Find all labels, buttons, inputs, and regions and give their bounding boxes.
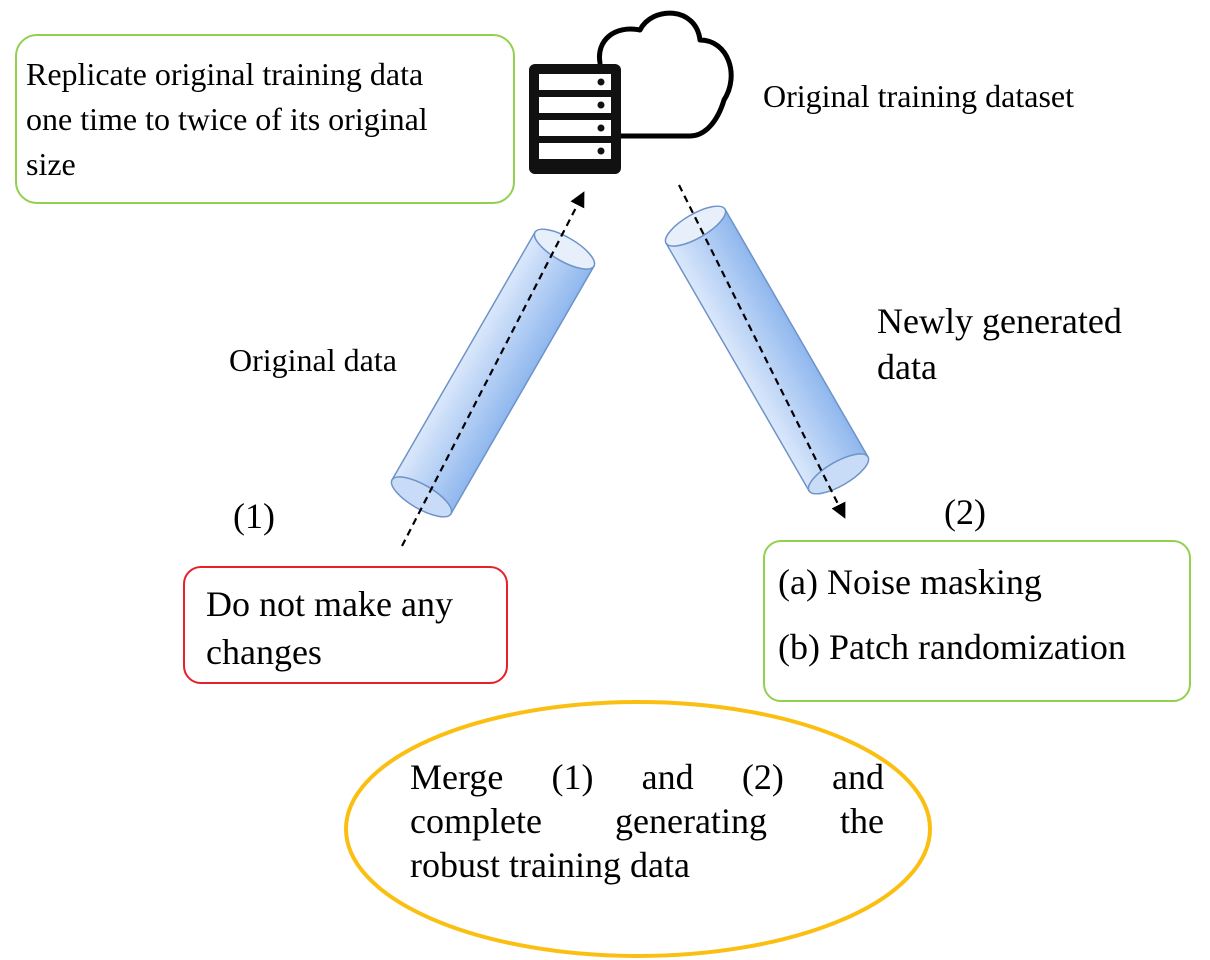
patch-randomization-item: (b) Patch randomization	[778, 627, 1126, 667]
merge-text: Merge (1) and (2) and complete generatin…	[410, 755, 884, 887]
downward-dashed-arrow	[678, 184, 846, 519]
replicate-note-box	[15, 34, 515, 204]
replicate-line-1: Replicate original training data	[26, 56, 424, 92]
merge-line-3: robust training data	[410, 845, 690, 885]
newly-generated-line-2: data	[877, 347, 937, 387]
original-data-label: Original data	[229, 342, 397, 378]
server-stack-icon	[529, 64, 621, 174]
step-2-label: (2)	[944, 492, 986, 532]
noise-masking-item: (a) Noise masking	[778, 562, 1042, 602]
merge-line-2: complete generating the	[410, 801, 884, 841]
dataset-label: Original training dataset	[763, 78, 1075, 114]
no-change-line-2: changes	[206, 632, 322, 672]
newly-generated-line-1: Newly generated	[877, 301, 1122, 341]
replicate-line-2: one time to twice of its original	[26, 101, 428, 137]
newly-generated-label: Newly generated data	[877, 298, 1122, 390]
no-change-line-1: Do not make any	[206, 584, 453, 624]
augmentation-methods-box	[763, 540, 1191, 702]
generated-data-cylinder	[664, 205, 870, 495]
cloud-icon	[597, 10, 734, 139]
merge-line-1: Merge (1) and (2) and	[410, 757, 884, 797]
replicate-line-3: size	[26, 146, 76, 182]
replicate-note-text: Replicate original training data one tim…	[26, 52, 428, 187]
merge-ellipse	[344, 700, 932, 958]
no-change-text: Do not make any changes	[206, 580, 453, 676]
original-data-cylinder	[390, 228, 596, 518]
upward-dashed-arrow	[401, 191, 585, 547]
step-1-label: (1)	[233, 496, 275, 536]
no-change-box	[183, 566, 508, 684]
